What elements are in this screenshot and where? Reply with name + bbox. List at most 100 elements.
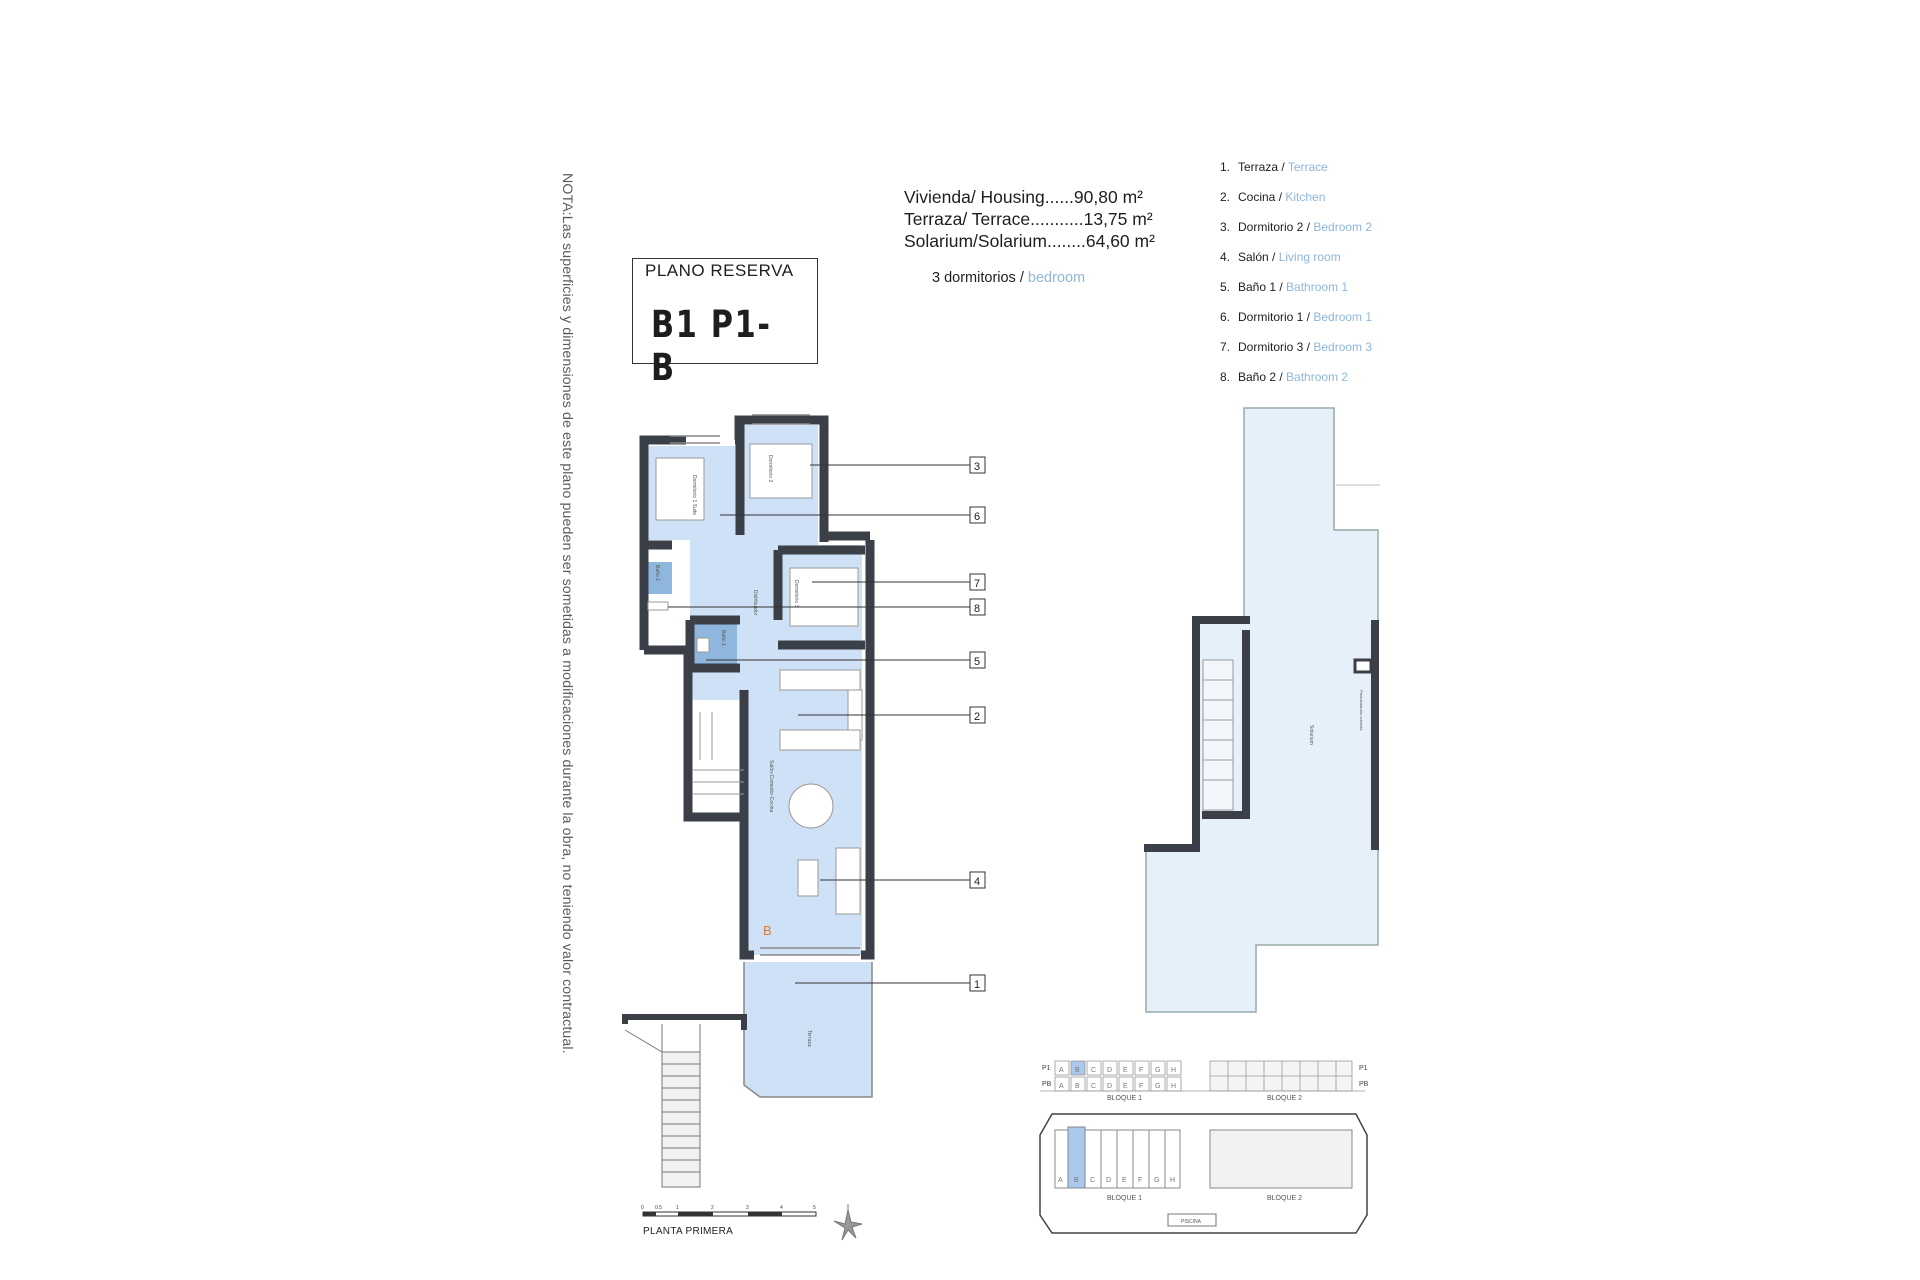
svg-text:P1: P1 — [1042, 1065, 1051, 1072]
roof-access — [1353, 658, 1373, 674]
legend-item: 4.Salón / Living room — [1220, 250, 1341, 264]
interior-stair — [692, 712, 744, 795]
door-letter-b: B — [763, 923, 772, 938]
label-bath2: Baño 2 — [654, 565, 660, 581]
svg-text:8: 8 — [974, 603, 980, 615]
svg-text:6: 6 — [974, 511, 980, 523]
plan-caption: PLANTA PRIMERA — [643, 1226, 734, 1237]
area-terrace: Terraza/ Terrace...........13,75 m² — [904, 209, 1153, 229]
svg-text:P1: P1 — [1359, 1065, 1368, 1072]
label-preinstall: Preinstalación cubierta — [1359, 690, 1364, 731]
svg-text:F: F — [1139, 1067, 1143, 1074]
svg-text:B: B — [1074, 1177, 1079, 1184]
solarium-floor — [1145, 407, 1379, 1013]
callouts: 3 6 7 8 5 2 4 1 — [668, 456, 986, 992]
scale-bar: 0 0.5 1 2 3 4 5 — [641, 1205, 817, 1217]
legend-item: 5.Baño 1 / Bathroom 1 — [1220, 280, 1349, 294]
svg-text:A: A — [1059, 1083, 1064, 1090]
svg-text:PB: PB — [1042, 1081, 1052, 1088]
area-housing: Vivienda/ Housing......90,80 m² — [904, 187, 1143, 207]
first-floor-plan: B Dormitorio 1 Suite Dormitorio 2 Dormit… — [622, 414, 875, 1188]
label-hall: Distribuidor — [752, 590, 758, 616]
label-solarium: Solarium — [1308, 725, 1314, 745]
legend-item: 8.Baño 2 / Bathroom 2 — [1220, 370, 1349, 384]
svg-text:B: B — [1075, 1083, 1080, 1090]
area-summary: Vivienda/ Housing......90,80 m² Terraza/… — [904, 186, 1155, 252]
svg-text:3: 3 — [746, 1205, 749, 1211]
room-labels: Dormitorio 1 Suite Dormitorio 2 Dormitor… — [654, 455, 812, 1047]
svg-text:B: B — [1075, 1067, 1080, 1074]
legend-item: 3.Dormitorio 2 / Bedroom 2 — [1220, 220, 1373, 234]
callout-box: 5 — [969, 651, 986, 669]
north-arrow-icon — [833, 1204, 863, 1241]
svg-text:PB: PB — [1359, 1081, 1369, 1088]
area-solarium: Solarium/Solarium........64,60 m² — [904, 231, 1155, 251]
svg-text:G: G — [1154, 1177, 1159, 1184]
legend-item: 6.Dormitorio 1 / Bedroom 1 — [1220, 310, 1373, 324]
solarium-walls — [1144, 616, 1379, 852]
reservation-box: PLANO RESERVA B1 P1-B — [632, 258, 818, 389]
callout-box: 7 — [969, 573, 986, 591]
label-bedroom2: Dormitorio 2 — [767, 455, 773, 482]
stair-area — [690, 700, 744, 810]
callout-box: 1 — [969, 974, 986, 992]
svg-text:F: F — [1139, 1083, 1143, 1090]
svg-text:BLOQUE 2: BLOQUE 2 — [1267, 1195, 1302, 1202]
svg-text:PISCINA: PISCINA — [1181, 1219, 1202, 1225]
exterior-stair — [624, 1024, 701, 1188]
svg-text:BLOQUE 1: BLOQUE 1 — [1107, 1095, 1142, 1102]
callout-box: 6 — [969, 506, 986, 524]
svg-text:E: E — [1123, 1083, 1128, 1090]
svg-text:5: 5 — [813, 1205, 816, 1211]
svg-text:2: 2 — [711, 1205, 714, 1211]
legend-item: 7.Dormitorio 3 / Bedroom 3 — [1220, 340, 1373, 354]
svg-text:G: G — [1155, 1067, 1160, 1074]
label-bedroom3: Dormitorio 3 — [793, 580, 799, 607]
furniture — [647, 443, 863, 915]
svg-text:D: D — [1106, 1177, 1111, 1184]
bedroom-count-en: bedroom — [1027, 270, 1086, 286]
legend-item: 1.Terraza / Terrace — [1220, 160, 1328, 174]
svg-text:1: 1 — [974, 979, 980, 991]
reservation-code: B1 P1-B — [651, 303, 772, 389]
callout-box: 2 — [969, 706, 986, 724]
svg-text:H: H — [1171, 1067, 1176, 1074]
callout-box: 8 — [969, 598, 986, 616]
callout-box: 4 — [969, 871, 986, 889]
block-key-table: P1 PB P1 PB A B C D E F G H A B C D E F G H — [1040, 1060, 1369, 1102]
svg-text:1: 1 — [676, 1205, 679, 1211]
solarium-plan: Solarium Preinstalación cubierta — [1144, 407, 1380, 1013]
svg-text:D: D — [1107, 1067, 1112, 1074]
svg-text:A: A — [1059, 1067, 1064, 1074]
svg-text:D: D — [1107, 1083, 1112, 1090]
callout-box: 3 — [969, 456, 986, 474]
svg-text:2: 2 — [974, 711, 980, 723]
label-bedroom1: Dormitorio 1 Suite — [691, 475, 697, 515]
svg-text:5: 5 — [974, 656, 980, 668]
reservation-label: PLANO RESERVA — [645, 261, 794, 280]
svg-text:0.5: 0.5 — [655, 1205, 662, 1211]
label-bath1: Baño 1 — [720, 630, 726, 646]
solarium-stair — [1202, 659, 1234, 811]
terrace-outline — [743, 962, 873, 1098]
terrace-wall — [622, 1014, 747, 1030]
svg-text:H: H — [1171, 1083, 1176, 1090]
terrace-floor — [744, 962, 872, 1097]
bath-floor-1 — [644, 562, 672, 594]
storage-area — [644, 612, 688, 642]
svg-text:E: E — [1123, 1067, 1128, 1074]
svg-text:3: 3 — [974, 461, 980, 473]
legend-item: 2.Cocina / Kitchen — [1220, 190, 1326, 204]
svg-text:C: C — [1091, 1067, 1096, 1074]
svg-text:BLOQUE 2: BLOQUE 2 — [1267, 1095, 1302, 1102]
svg-text:4: 4 — [780, 1205, 783, 1211]
svg-text:A: A — [1058, 1177, 1063, 1184]
svg-text:G: G — [1155, 1083, 1160, 1090]
svg-text:BLOQUE 1: BLOQUE 1 — [1107, 1195, 1142, 1202]
svg-text:7: 7 — [974, 578, 980, 590]
bedroom-count: 3 dormitorios / bedroom — [932, 270, 1085, 286]
svg-text:C: C — [1091, 1083, 1096, 1090]
svg-text:H: H — [1170, 1177, 1175, 1184]
